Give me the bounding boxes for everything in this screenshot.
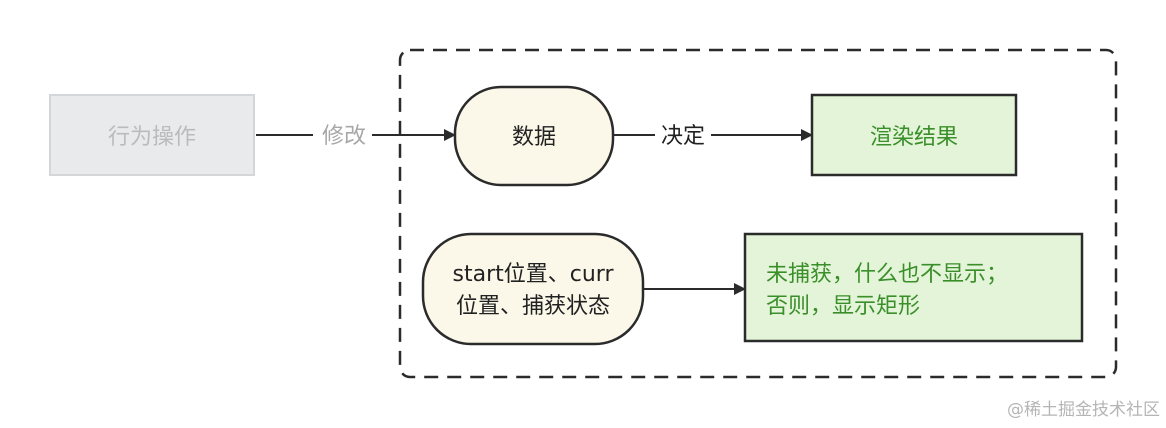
display-node-line1: 未捕获，什么也不显示； [766, 262, 1008, 287]
user-action-node [49, 94, 255, 176]
decide-edge-label: 决定 [661, 124, 705, 149]
state-node-line2: 位置、捕获状态 [456, 294, 610, 319]
data-node-label: 数据 [512, 125, 556, 150]
state-node [421, 232, 645, 346]
user-action-label: 行为操作 [108, 125, 196, 150]
display-node-line2: 否则，显示矩形 [766, 294, 920, 319]
state-node-line1: start位置、curr [453, 262, 615, 287]
render-result-node [810, 93, 1018, 177]
render-result-label: 渲染结果 [870, 125, 958, 150]
modify-edge-label: 修改 [322, 124, 366, 149]
data-node [453, 85, 615, 187]
watermark: @稀土掘金技术社区 [1007, 400, 1160, 420]
component-boundary [398, 48, 1118, 379]
display-node [743, 232, 1084, 343]
